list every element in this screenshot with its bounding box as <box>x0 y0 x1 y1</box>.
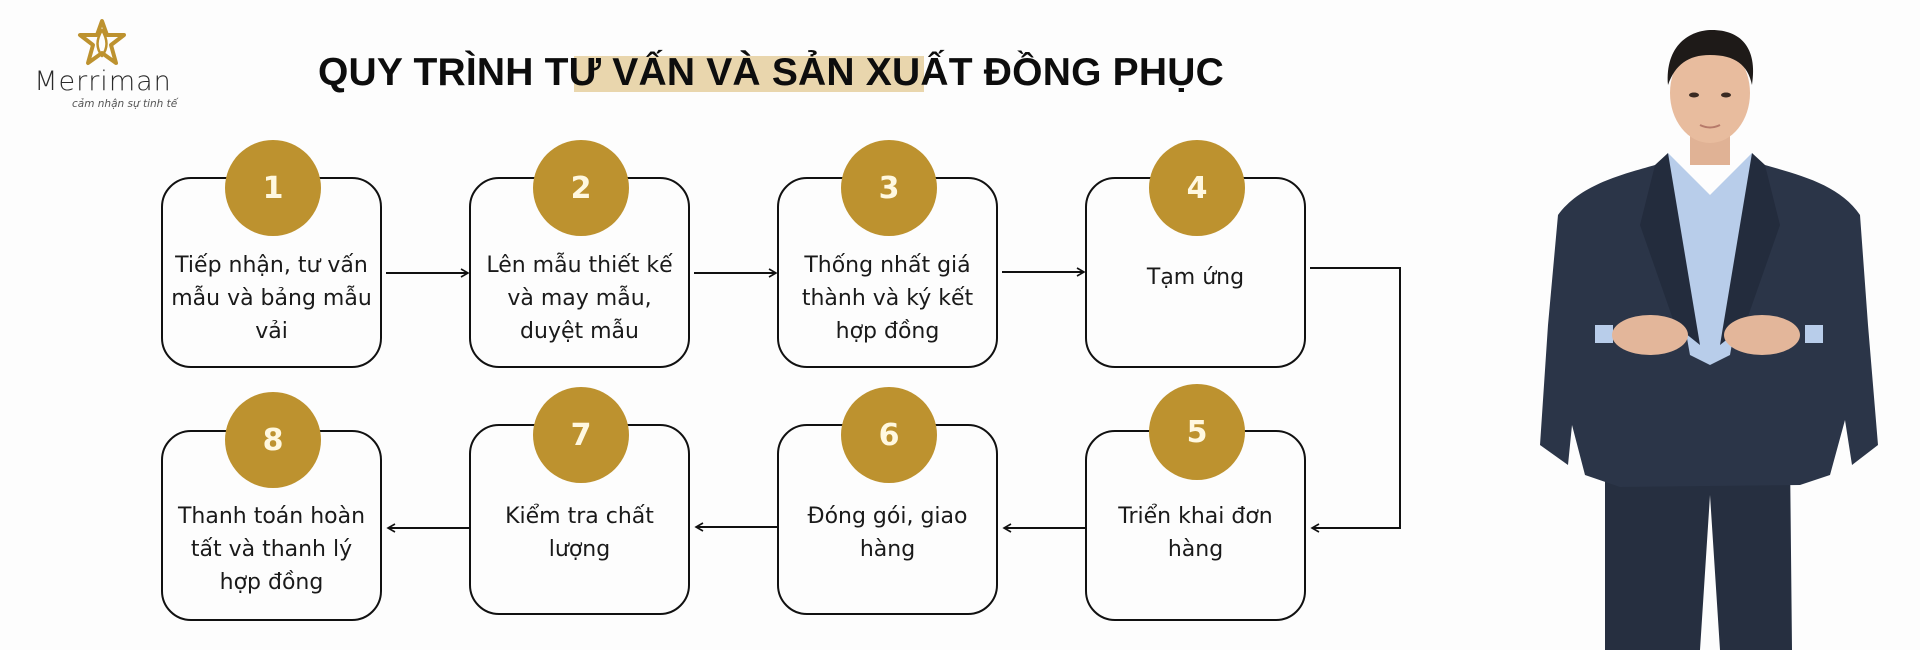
step-5-number-badge: 5 <box>1149 384 1245 480</box>
step-1-label: Tiếp nhận, tư vấn mẫu và bảng mẫu vải <box>171 253 372 344</box>
brand-name: Merriman <box>34 66 172 97</box>
step-1-number-badge: 1 <box>225 140 321 236</box>
step-4-number-badge: 4 <box>1149 140 1245 236</box>
step-7-label: Kiểm tra chất lượng <box>505 504 654 562</box>
step-3-number-badge: 3 <box>841 140 937 236</box>
step-6-label: Đóng gói, giao hàng <box>807 504 968 562</box>
merriman-logo: Merriman cảm nhận sự tinh tế <box>28 18 178 113</box>
page-title: QUY TRÌNH TƯ VẤN VÀ SẢN XUẤT ĐỒNG PHỤC <box>318 51 1224 94</box>
step-2-box: Lên mẫu thiết kế và may mẫu, duyệt mẫu <box>469 177 690 368</box>
step-2-number-badge: 2 <box>533 140 629 236</box>
arrow-4-5 <box>1310 267 1401 533</box>
brand-tagline: cảm nhận sự tinh tế <box>72 98 178 110</box>
title-highlight <box>574 56 924 92</box>
step-8-label: Thanh toán hoàn tất và thanh lý hợp đồng <box>177 504 366 595</box>
man-in-suit-photo <box>1540 30 1878 650</box>
step-4-label: Tạm ứng <box>1146 265 1245 290</box>
step-3-label: Thống nhất giá thành và ký kết hợp đồng <box>801 253 974 344</box>
star-knot-icon <box>78 19 126 65</box>
step-8-number-badge: 8 <box>225 392 321 488</box>
step-7-number-badge: 7 <box>533 387 629 483</box>
page-title-wrap: QUY TRÌNH TƯ VẤN VÀ SẢN XUẤT ĐỒNG PHỤC <box>318 48 1224 98</box>
step-2-label: Lên mẫu thiết kế và may mẫu, duyệt mẫu <box>486 253 673 344</box>
step-5-label: Triển khai đơn hàng <box>1118 504 1273 562</box>
step-6-number-badge: 6 <box>841 387 937 483</box>
